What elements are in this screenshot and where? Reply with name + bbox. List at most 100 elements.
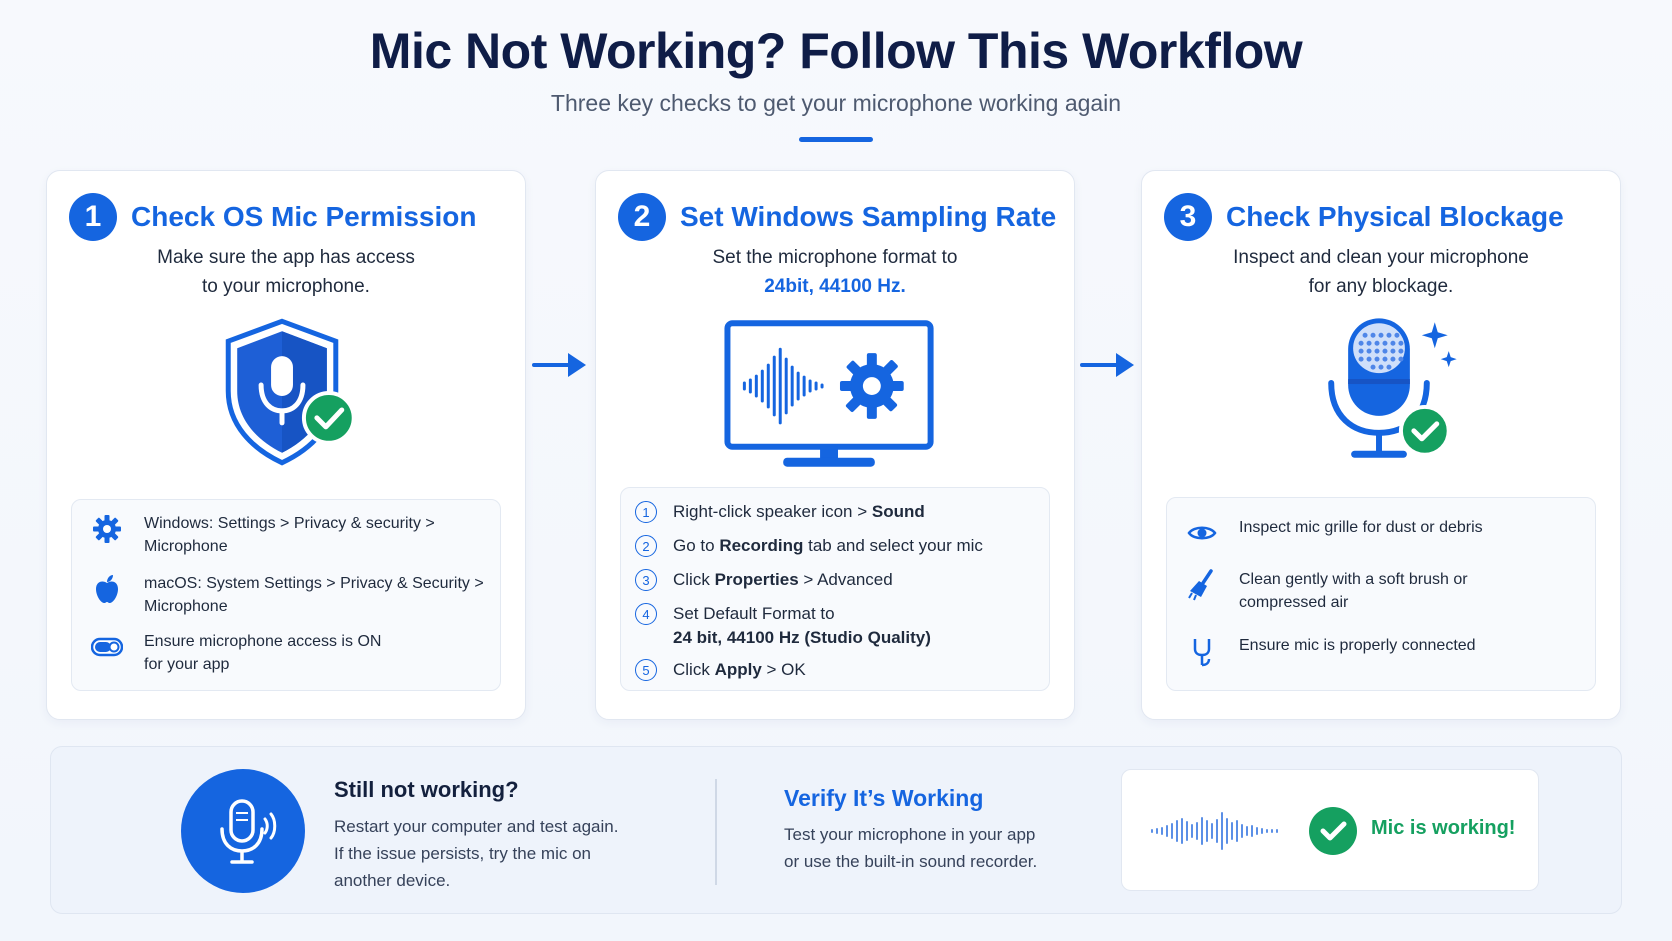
list-item-text: Right-click speaker icon > Sound: [673, 500, 925, 524]
list-item: 5 Click Apply > OK: [635, 658, 1039, 682]
brush-icon: [1185, 568, 1219, 602]
instructions-panel: Windows: Settings > Privacy & security >…: [71, 499, 501, 691]
list-item-line-text: Right-click speaker icon >: [673, 502, 872, 521]
still-not-working-text: Restart your computer and test again. If…: [334, 813, 644, 894]
microphone-sparkle-check-icon: [1328, 318, 1457, 458]
list-item-strong: Recording: [719, 536, 804, 555]
still-not-working-line: If the issue persists, try the mic on: [334, 844, 591, 863]
step-title: Check OS Mic Permission: [131, 201, 477, 232]
list-item: Windows: Settings > Privacy & security >…: [90, 512, 486, 558]
step-number-icon: 1: [635, 501, 657, 523]
list-item-text: Click Properties > Advanced: [673, 568, 893, 592]
step-description-line: Make sure the app has access: [157, 247, 415, 268]
list-item-line: Ensure microphone access is ON: [144, 630, 381, 653]
list-item-text: Ensure mic is properly connected: [1239, 634, 1476, 657]
list-item-strong: ON: [357, 633, 382, 650]
list-item-line-text: > OK: [761, 660, 806, 679]
list-item: 4 Set Default Format to 24 bit, 44100 Hz…: [635, 602, 1039, 650]
plug-icon: [1185, 634, 1219, 668]
step-description: Inspect and clean your microphone for an…: [1182, 243, 1580, 301]
step-number-icon: 4: [635, 603, 657, 625]
list-item-line: Inspect mic grille for dust or debris: [1239, 519, 1483, 536]
step-number-badge: 2: [618, 193, 666, 241]
step-card-2: 2 Set Windows Sampling Rate Set the micr…: [595, 170, 1075, 720]
verify-title: Verify It’s Working: [784, 785, 984, 811]
list-item-text: Ensure microphone access is ON for your …: [144, 630, 381, 676]
step-description-line: for any blockage.: [1308, 276, 1454, 297]
step-title: Check Physical Blockage: [1226, 201, 1564, 232]
instructions-panel: 1 Right-click speaker icon > Sound 2 Go …: [620, 487, 1050, 691]
title-underline: [799, 137, 873, 142]
list-item-line: Windows: Settings > Privacy & security >: [144, 515, 435, 532]
page-title: Mic Not Working? Follow This Workflow: [369, 23, 1303, 79]
list-item-line-text: tab and select your mic: [803, 536, 983, 555]
list-item-line-text: Click: [673, 570, 715, 589]
list-item-text: Set Default Format to 24 bit, 44100 Hz (…: [673, 602, 931, 650]
list-item: 2 Go to Recording tab and select your mi…: [635, 534, 1039, 558]
step-number-icon: 2: [635, 535, 657, 557]
footer-banner: Still not working? Restart your computer…: [50, 746, 1622, 914]
step-card-1: 1 Check OS Mic Permission Make sure the …: [46, 170, 526, 720]
list-item-line: for your app: [144, 656, 230, 673]
step-card-3: 3 Check Physical Blockage Inspect and cl…: [1141, 170, 1621, 720]
monitor-waveform-gear-icon: [724, 320, 934, 467]
still-not-working-line: Restart your computer and test again.: [334, 817, 619, 836]
list-item-text: Click Apply > OK: [673, 658, 806, 682]
list-item-line: Microphone: [144, 598, 228, 615]
list-item: macOS: System Settings > Privacy & Secur…: [90, 572, 486, 618]
step-description: Make sure the app has access to your mic…: [87, 243, 485, 301]
step-title: Set Windows Sampling Rate: [680, 201, 1057, 232]
apple-icon: [90, 572, 124, 606]
eye-icon: [1185, 516, 1219, 550]
mic-status-box: Mic is working!: [1121, 769, 1539, 891]
waveform-icon: [1151, 812, 1278, 850]
list-item-line-text: Go to: [673, 536, 720, 555]
list-item-line: Ensure mic is properly connected: [1239, 637, 1476, 654]
step-description-highlight: 24bit, 44100 Hz.: [764, 276, 906, 297]
shield-mic-check-icon: [225, 318, 356, 466]
list-item-line: macOS: System Settings > Privacy & Secur…: [144, 575, 484, 592]
check-circle-icon: [1309, 807, 1357, 855]
list-item: 3 Click Properties > Advanced: [635, 568, 1039, 592]
still-not-working-title: Still not working?: [334, 777, 519, 802]
list-item: Ensure mic is properly connected: [1185, 634, 1581, 668]
page-subtitle: Three key checks to get your microphone …: [550, 90, 1122, 116]
step-header: 2 Set Windows Sampling Rate: [618, 193, 1056, 241]
list-item-text: Inspect mic grille for dust or debris: [1239, 516, 1483, 539]
list-item-strong: Apply: [714, 660, 762, 679]
list-item-line-text: Ensure microphone access is: [144, 633, 358, 650]
list-item-line: compressed air: [1239, 594, 1349, 611]
gear-icon: [90, 512, 124, 546]
toggle-icon: [90, 630, 124, 664]
list-item-text: Clean gently with a soft brush or compre…: [1239, 568, 1468, 614]
list-item: Ensure microphone access is ON for your …: [90, 630, 486, 676]
step-number-icon: 5: [635, 659, 657, 681]
arrow-right-icon: [532, 353, 586, 377]
arrow-right-icon: [1080, 353, 1134, 377]
step-header: 3 Check Physical Blockage: [1164, 193, 1564, 241]
list-item-line-text: > Advanced: [798, 570, 893, 589]
list-item-line-text: Click: [673, 660, 715, 679]
list-item-strong: 24 bit, 44100 Hz (Studio Quality): [673, 628, 931, 647]
verify-text: Test your microphone in your app or use …: [784, 821, 1037, 875]
list-item: 1 Right-click speaker icon > Sound: [635, 500, 1039, 524]
list-item-text: Windows: Settings > Privacy & security >…: [144, 512, 435, 558]
step-description-line: Inspect and clean your microphone: [1233, 247, 1529, 268]
header: Mic Not Working? Follow This Workflow Th…: [0, 22, 1672, 142]
step-number-icon: 3: [635, 569, 657, 591]
mic-status-text: Mic is working!: [1371, 817, 1516, 839]
list-item-strong: Properties: [714, 570, 799, 589]
step-description-line: Set the microphone format to: [712, 247, 958, 268]
list-item-strong: Sound: [871, 502, 925, 521]
footer-divider: [715, 779, 717, 885]
step-number-badge: 1: [69, 193, 117, 241]
verify-line: or use the built-in sound recorder.: [784, 852, 1038, 871]
list-item-text: macOS: System Settings > Privacy & Secur…: [144, 572, 484, 618]
list-item: Clean gently with a soft brush or compre…: [1185, 568, 1581, 614]
step-description-line: to your microphone.: [202, 276, 370, 297]
verify-line: Test your microphone in your app: [784, 825, 1036, 844]
list-item-text: Go to Recording tab and select your mic: [673, 534, 983, 558]
list-item-line: Clean gently with a soft brush or: [1239, 571, 1468, 588]
microphone-sound-icon: [181, 769, 305, 893]
step-description: Set the microphone format to 24bit, 4410…: [636, 243, 1034, 301]
